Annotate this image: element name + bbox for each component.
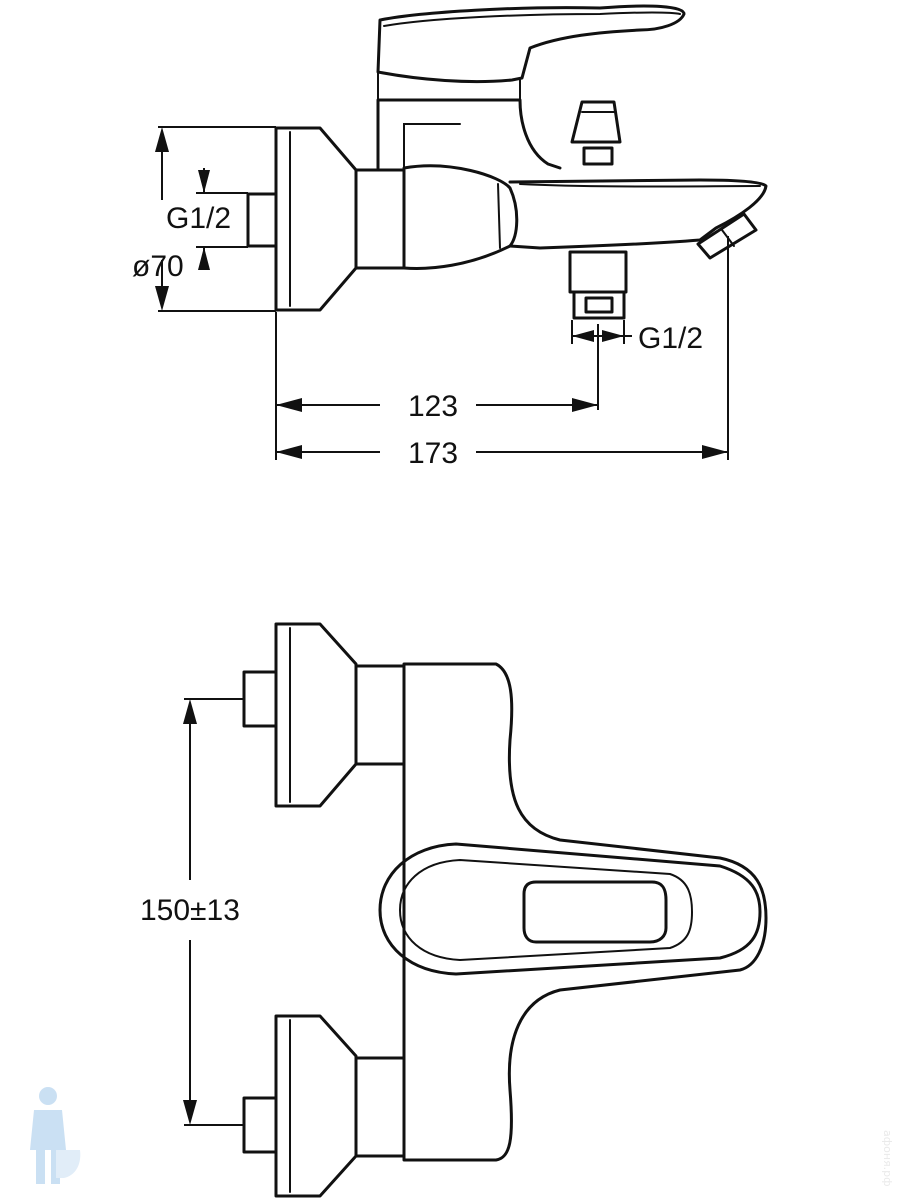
dim-inlet-thread: G1/2 [166,168,248,270]
side-view: ø70 G1/2 G1/2 1 [132,4,768,470]
watermark-text: афоня.рф [881,1130,894,1187]
lower-connector [354,1056,406,1158]
dim-outlet-thread: G1/2 [571,320,703,355]
wall-flange [274,126,358,312]
plumber-logo [30,1087,81,1184]
diverter-knob [570,100,622,166]
dim-inlet-thread-label: G1/2 [166,202,231,235]
watermark: афоня.рф [30,1087,894,1187]
dim-diameter: ø70 [132,126,276,312]
spout [508,178,768,250]
dim-total-depth-label: 173 [408,437,458,470]
cartridge-housing [376,98,562,170]
dim-diameter-label: ø70 [132,250,184,283]
lever-cap [378,842,762,976]
outlet-fitting [568,250,628,320]
upper-connector [354,664,406,766]
dim-spout-outlet: 123 [275,312,599,460]
lower-rosette [242,1014,358,1198]
dim-center-distance: 150±13 [140,698,244,1126]
mixer-body [402,164,519,270]
inlet-stub [246,192,278,248]
dim-total-depth: 173 [276,236,729,470]
mixer-body-front [402,662,768,1162]
lever-handle [376,4,686,101]
front-view: 150±13 [140,622,768,1198]
upper-rosette [242,622,358,808]
connector-body [354,168,406,270]
dim-center-distance-label: 150±13 [140,894,240,927]
dim-spout-outlet-label: 123 [408,390,458,423]
dim-outlet-thread-label: G1/2 [638,322,703,355]
